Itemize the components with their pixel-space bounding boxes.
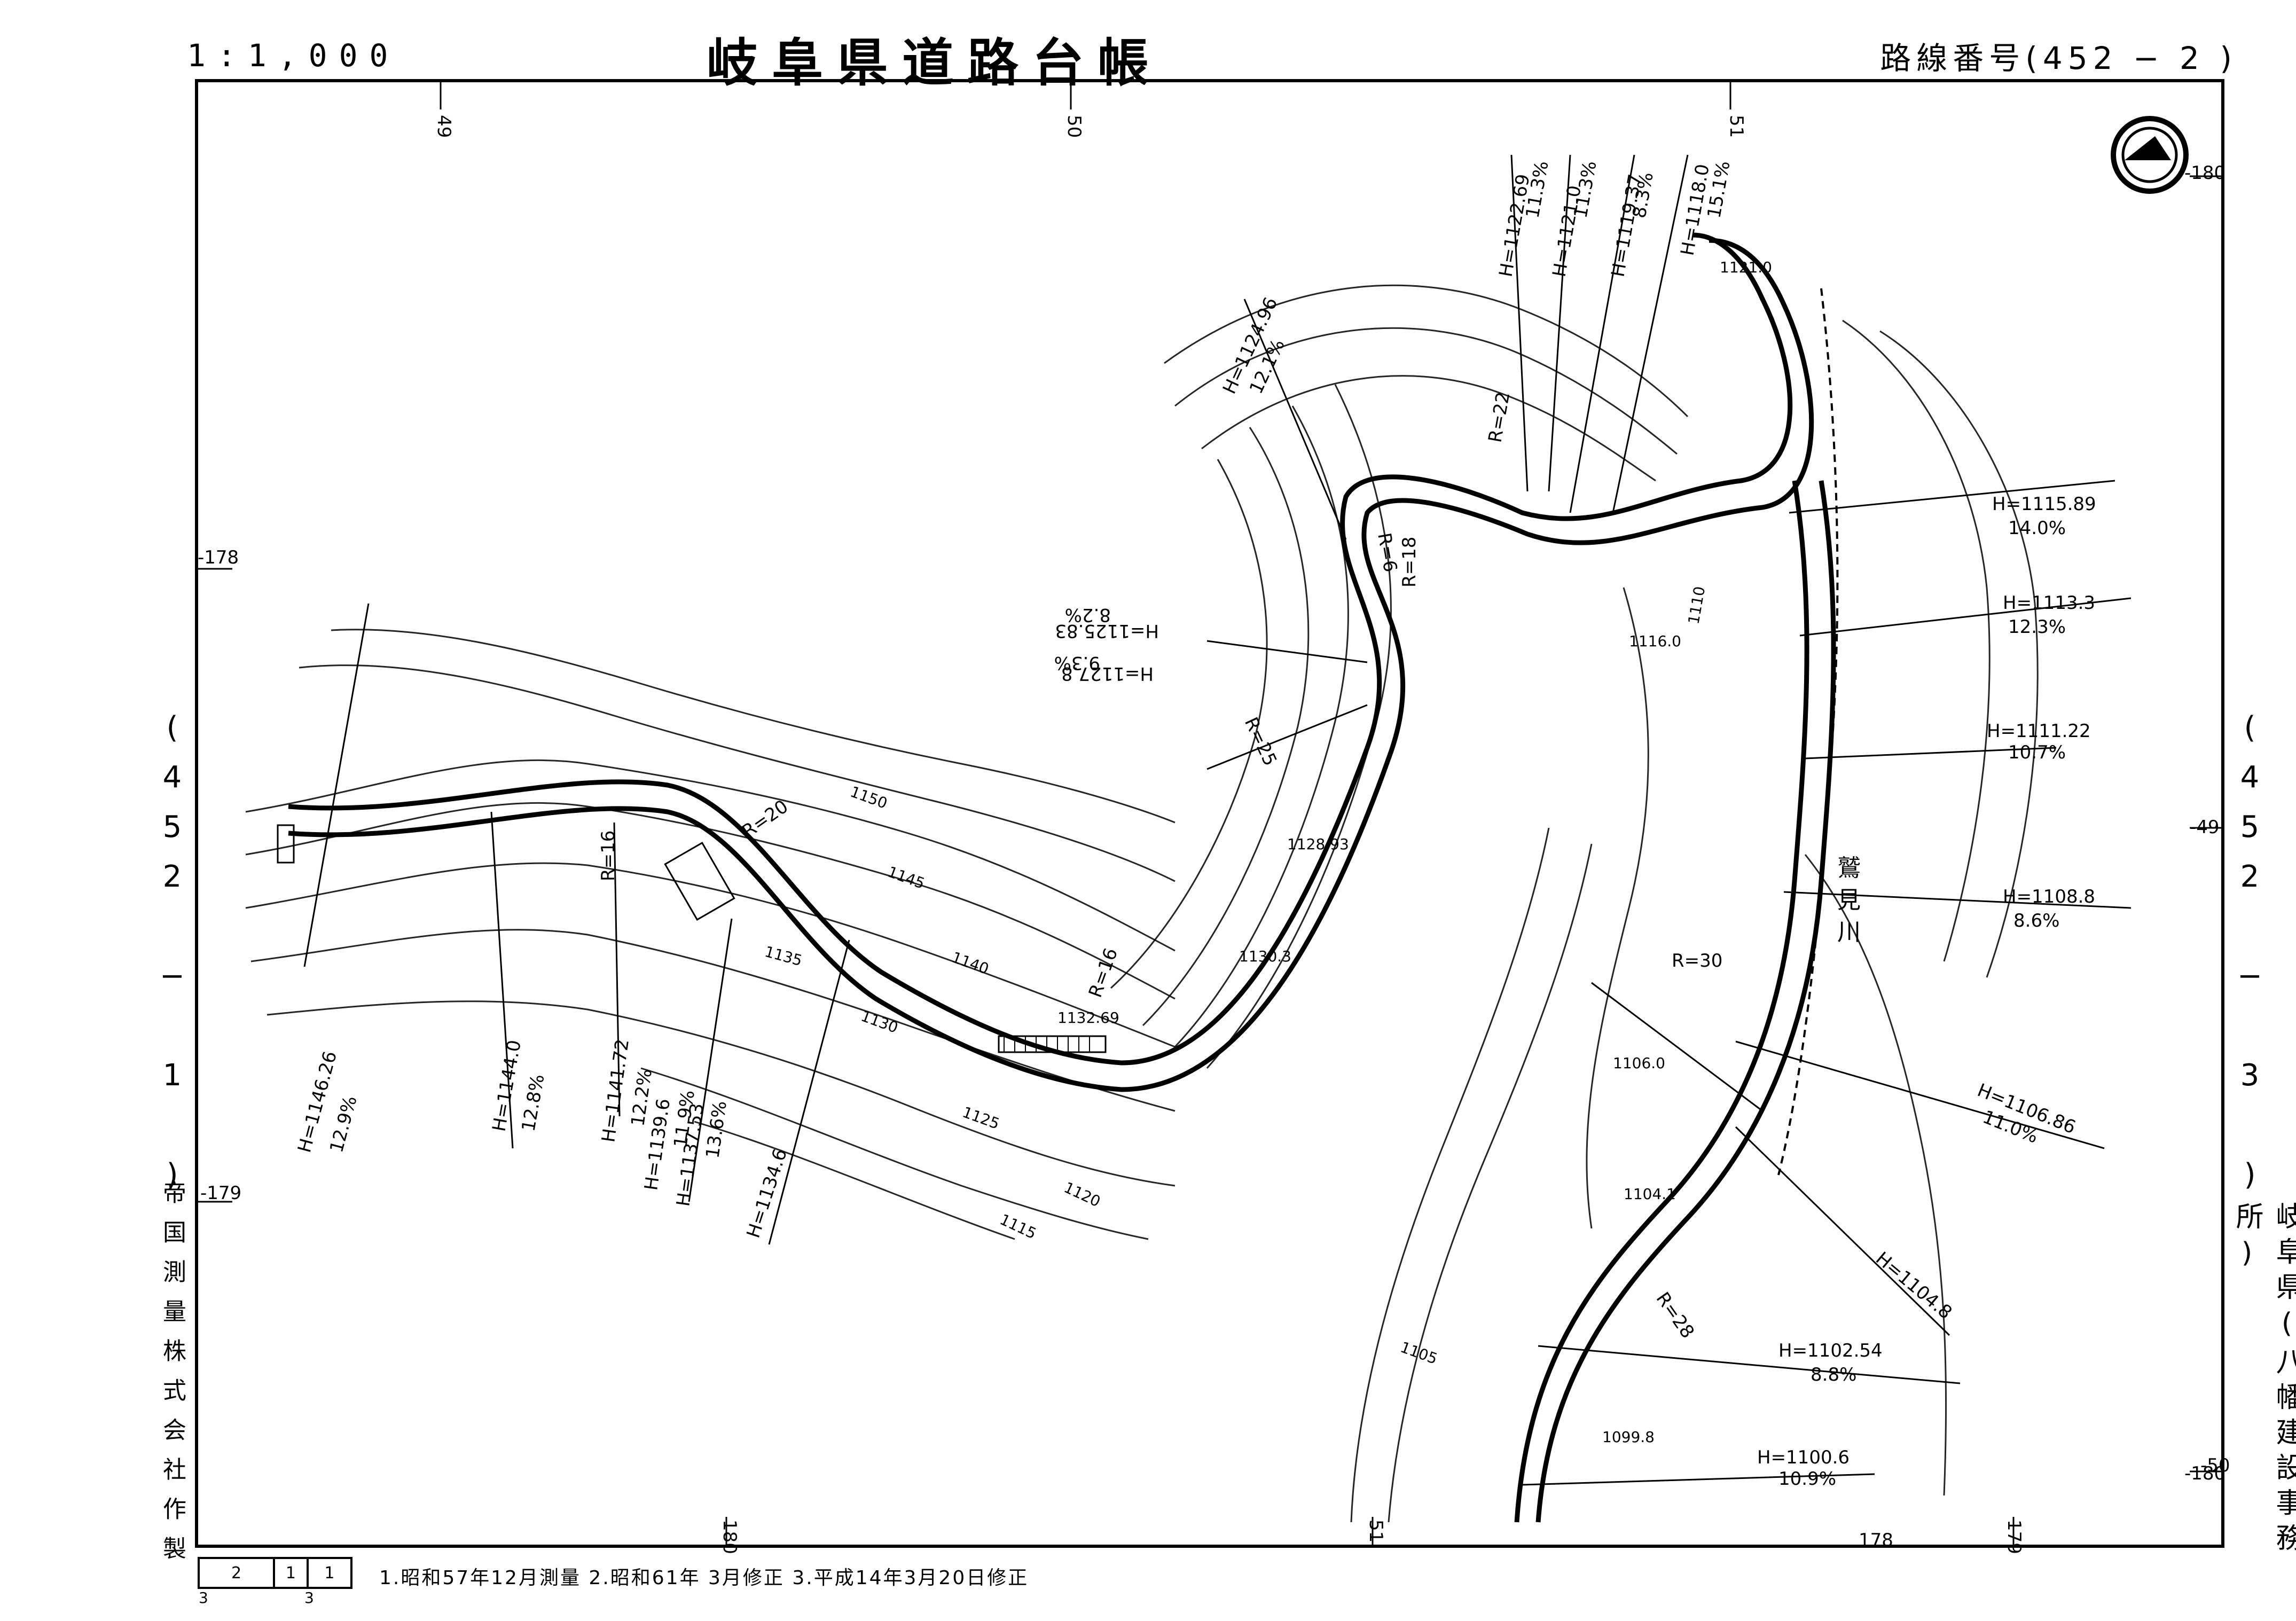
grid-label: -180 (2184, 162, 2226, 184)
elevation-label: H=1127.8 (1061, 663, 1154, 684)
grid-label: 180 (719, 1520, 740, 1554)
elevation-label: H=1100.6 (1757, 1447, 1850, 1468)
map-scale: 1:1,000 (187, 37, 400, 74)
contour-label: 1120 (1061, 1178, 1103, 1210)
grid-label: 49 (433, 115, 455, 138)
grid-label: 51 (1365, 1520, 1386, 1542)
elevation-label: H=1111.22 (1987, 721, 2091, 742)
contour-label: 1145 (886, 863, 927, 892)
elevation-label: H=1125.83 (1055, 620, 1159, 641)
contour-label: 1105 (1398, 1338, 1440, 1368)
sheet-index-cell: 1 (275, 1559, 309, 1587)
elevation-label: H=1108.8 (2003, 886, 2095, 907)
route-number: 路線番号(452 − 2 ) (1880, 40, 2237, 76)
spot-height-label: 1099.8 (1602, 1428, 1655, 1446)
spot-height-label: 1116.0 (1629, 632, 1681, 650)
grid-label: -179 (200, 1183, 241, 1204)
curve-radius-label: R=20 (738, 796, 792, 842)
elevation-label: H=1104.8 (1871, 1248, 1956, 1324)
contour-label: 1110 (1684, 585, 1709, 625)
contour-label: 1115 (997, 1210, 1039, 1242)
curve-radius-label: R=16 (598, 831, 619, 881)
river-name-label: 川 (1837, 919, 1861, 946)
north-arrow-icon (2111, 116, 2189, 194)
elevation-label: 10.9% (1778, 1468, 1836, 1490)
river-name-label: 鷲 (1837, 855, 1861, 882)
grid-label: 51 (1726, 115, 1747, 138)
grid-label: -49 (2190, 817, 2220, 838)
grid-label: 179 (2003, 1520, 2025, 1554)
elevation-label: 14.0% (2008, 518, 2066, 539)
elevation-label: 8.8% (1811, 1364, 1856, 1385)
sheet-index-cell: 2 (200, 1559, 275, 1587)
grid-label: -178 (198, 547, 239, 568)
curve-radius-label: R=16 (1085, 945, 1122, 1000)
survey-company: 帝国測量株式会社作製 (159, 1180, 186, 1576)
sheet-index-sub: 3 (304, 1589, 314, 1607)
spot-height-label: 1128.93 (1287, 835, 1349, 853)
elevation-label: 11.3% (1522, 159, 1553, 220)
contour-label: 1140 (950, 949, 991, 978)
elevation-label: 11.3% (1570, 159, 1601, 220)
managing-office: 岐阜県(八幡建設事務所) (2231, 1202, 2296, 1559)
spot-height-label: 1121.0 (1720, 259, 1772, 276)
curve-radius-label: R=28 (1652, 1288, 1698, 1342)
curve-radius-label: R=6 (1373, 531, 1401, 574)
map-title: 岐阜県道路台帳 (707, 33, 1163, 93)
river-name-label: 見 (1837, 887, 1861, 914)
curve-radius-label: R=22 (1484, 390, 1514, 444)
grid-label: 50 (1063, 115, 1085, 138)
grid-label: -180 (2184, 1463, 2226, 1484)
adjacent-sheet-left: (452 − 1 ) (155, 710, 190, 1207)
map-frame (195, 79, 2224, 1548)
elevation-label: H=1134.6 (743, 1146, 792, 1241)
elevation-label: 12.8% (518, 1072, 548, 1133)
grid-label: -50 (2200, 1455, 2230, 1476)
elevation-label: 12.9% (326, 1094, 362, 1155)
sheet-index-box: 2 1 1 (198, 1557, 352, 1589)
adjacent-sheet-right: (452 − 3 ) (2232, 710, 2267, 1207)
elevation-label: H=1102.54 (1778, 1340, 1883, 1361)
elevation-label: 8.2% (1065, 604, 1111, 625)
sheet-index-cell: 1 (324, 1563, 335, 1583)
spot-height-label: 1132.69 (1057, 1009, 1119, 1027)
curve-radius-label: R=18 (1399, 537, 1420, 588)
spot-height-label: 1104.1 (1624, 1185, 1676, 1203)
revision-history: 1.昭和57年12月測量 2.昭和61年 3月修正 3.平成14年3月20日修正 (379, 1567, 1029, 1589)
elevation-label: 8.6% (2013, 910, 2059, 931)
contour-label: 1135 (763, 943, 804, 969)
elevation-label: H=1115.89 (1992, 494, 2096, 515)
spot-height-label: 1130.3 (1239, 947, 1291, 965)
grid-label: 178 (1859, 1530, 1893, 1551)
elevation-label: H=1141.72 (598, 1038, 633, 1144)
elevation-label: 10.7% (2008, 742, 2066, 763)
spot-height-label: 1106.0 (1613, 1054, 1665, 1072)
contour-label: 1150 (848, 783, 890, 812)
sheet-index-sub: 3 (199, 1589, 208, 1607)
elevation-label: H=1113.3 (2003, 592, 2095, 614)
elevation-label: 12.3% (2008, 616, 2066, 638)
curve-radius-label: R=30 (1672, 950, 1722, 972)
elevation-label: 9.3% (1054, 652, 1100, 674)
